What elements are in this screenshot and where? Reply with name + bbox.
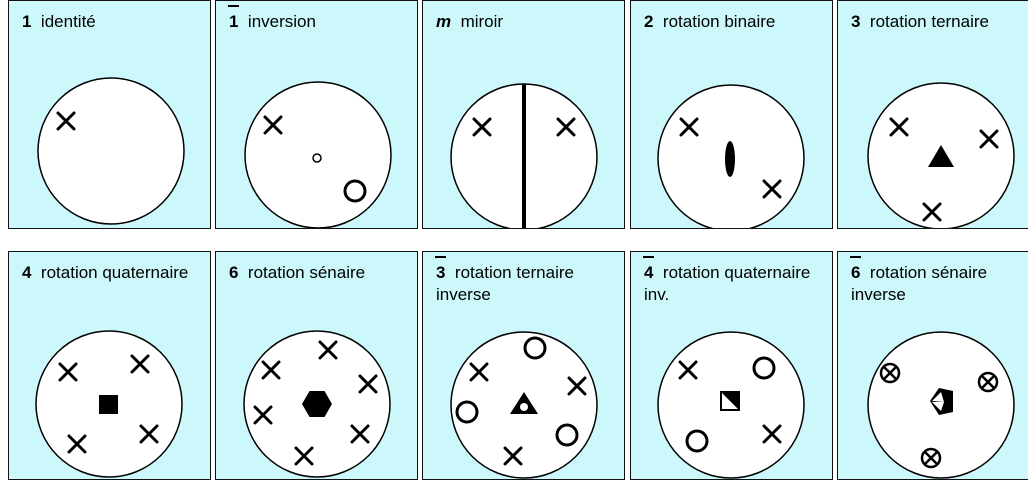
panel-ternary-rotation: 3 rotation ternaire	[837, 0, 1028, 229]
circle-cross-marker	[920, 447, 942, 469]
circle-cross-marker	[977, 371, 999, 393]
cross-marker	[678, 360, 698, 380]
cross-marker	[294, 446, 314, 466]
symbol-m: m	[436, 12, 452, 31]
cross-marker	[567, 376, 587, 396]
cross-marker	[679, 117, 699, 137]
projection-circle	[37, 77, 185, 225]
symbol-6: 6	[229, 263, 239, 282]
stereogram-inversion	[244, 81, 392, 228]
stereogram-identity	[37, 77, 185, 225]
cross-marker	[469, 362, 489, 382]
label-inversion: inversion	[247, 12, 316, 31]
label-senary-inverse: rotation sénaire inverse	[851, 263, 988, 304]
label-identity: identité	[40, 12, 96, 31]
triangle-center-dot	[520, 403, 528, 411]
panel-title: 6 rotation sénaire	[229, 262, 417, 284]
label-ternary-inverse: rotation ternaire inverse	[436, 263, 574, 304]
symbol-2: 2	[644, 12, 654, 31]
stereogram-ternary-inverse	[450, 331, 598, 479]
panel-quaternary-inverse: 4 rotation quaternaire inv.	[630, 251, 833, 480]
open-circle-marker	[455, 400, 479, 424]
cross-marker	[318, 340, 338, 360]
panel-senary-rotation: 6 rotation sénaire	[215, 251, 418, 480]
label-binary-rotation: rotation binaire	[662, 12, 776, 31]
panel-title: 1 identité	[22, 11, 210, 33]
panel-title: 6 rotation sénaire inverse	[851, 262, 1028, 306]
panel-inversion: 1 inversion	[215, 0, 418, 229]
open-circle-marker	[685, 429, 709, 453]
two-fold-axis-ellipse	[725, 141, 735, 177]
open-circle-marker	[343, 179, 367, 203]
cross-marker	[253, 405, 273, 425]
cross-marker	[503, 446, 523, 466]
panel-identity: 1 identité	[8, 0, 211, 229]
four-fold-square	[99, 395, 118, 414]
stereogram-ternary	[867, 82, 1015, 228]
cross-marker	[979, 129, 999, 149]
stereogram-mirror	[450, 83, 598, 228]
stereogram-senary-inverse	[867, 331, 1015, 479]
symbol-3: 3	[851, 12, 861, 31]
cross-marker	[139, 424, 159, 444]
cross-marker	[472, 117, 492, 137]
cross-marker	[889, 117, 909, 137]
symbol-4: 4	[22, 263, 32, 282]
split-square-symbol	[720, 391, 740, 411]
label-quaternary-inverse: rotation quaternaire inv.	[644, 263, 811, 304]
open-circle-marker	[555, 423, 579, 447]
stereogram-quaternary	[35, 330, 183, 478]
symbol-3-bar: 3	[436, 263, 446, 282]
cross-marker	[358, 374, 378, 394]
cross-marker	[261, 360, 281, 380]
panel-title: 3 rotation ternaire inverse	[436, 262, 624, 306]
label-quaternary-rotation: rotation quaternaire	[40, 263, 189, 282]
symbol-6-bar: 6	[851, 263, 861, 282]
stereogram-binary	[657, 84, 805, 228]
panel-title: 2 rotation binaire	[644, 11, 832, 33]
panel-senary-inverse: 6 rotation sénaire inverse	[837, 251, 1028, 480]
panel-quaternary-rotation: 4 rotation quaternaire	[8, 251, 211, 480]
label-senary-rotation: rotation sénaire	[247, 263, 366, 282]
cross-marker	[130, 354, 150, 374]
panel-title: 3 rotation ternaire	[851, 11, 1028, 33]
cross-marker	[762, 179, 782, 199]
label-mirror: miroir	[460, 12, 504, 31]
inversion-center-dot	[312, 153, 322, 163]
panel-ternary-inverse: 3 rotation ternaire inverse	[422, 251, 625, 480]
stereogram-quaternary-inverse	[657, 331, 805, 479]
cross-marker	[922, 202, 942, 222]
open-circle-marker	[752, 356, 776, 380]
pentagon-split-symbol	[930, 388, 953, 415]
symbol-1: 1	[22, 12, 32, 31]
cross-marker	[350, 424, 370, 444]
cross-marker	[556, 117, 576, 137]
panel-binary-rotation: 2 rotation binaire	[630, 0, 833, 229]
three-fold-triangle	[928, 145, 954, 167]
cross-marker	[58, 362, 78, 382]
panel-mirror: m miroir	[422, 0, 625, 229]
circle-cross-marker	[879, 362, 901, 384]
cross-marker	[67, 434, 87, 454]
six-fold-hexagon	[302, 391, 332, 417]
panel-title: 4 rotation quaternaire	[22, 262, 210, 284]
panel-title: 4 rotation quaternaire inv.	[644, 262, 832, 306]
panel-title: 1 inversion	[229, 11, 417, 33]
stereogram-senary	[243, 330, 391, 478]
open-circle-marker	[523, 336, 547, 360]
cross-marker	[263, 115, 283, 135]
panel-title: m miroir	[436, 11, 624, 33]
label-ternary-rotation: rotation ternaire	[869, 12, 989, 31]
symbol-4-bar: 4	[644, 263, 654, 282]
cross-marker	[56, 111, 76, 131]
cross-marker	[762, 424, 782, 444]
symbol-1-bar: 1	[229, 12, 239, 31]
